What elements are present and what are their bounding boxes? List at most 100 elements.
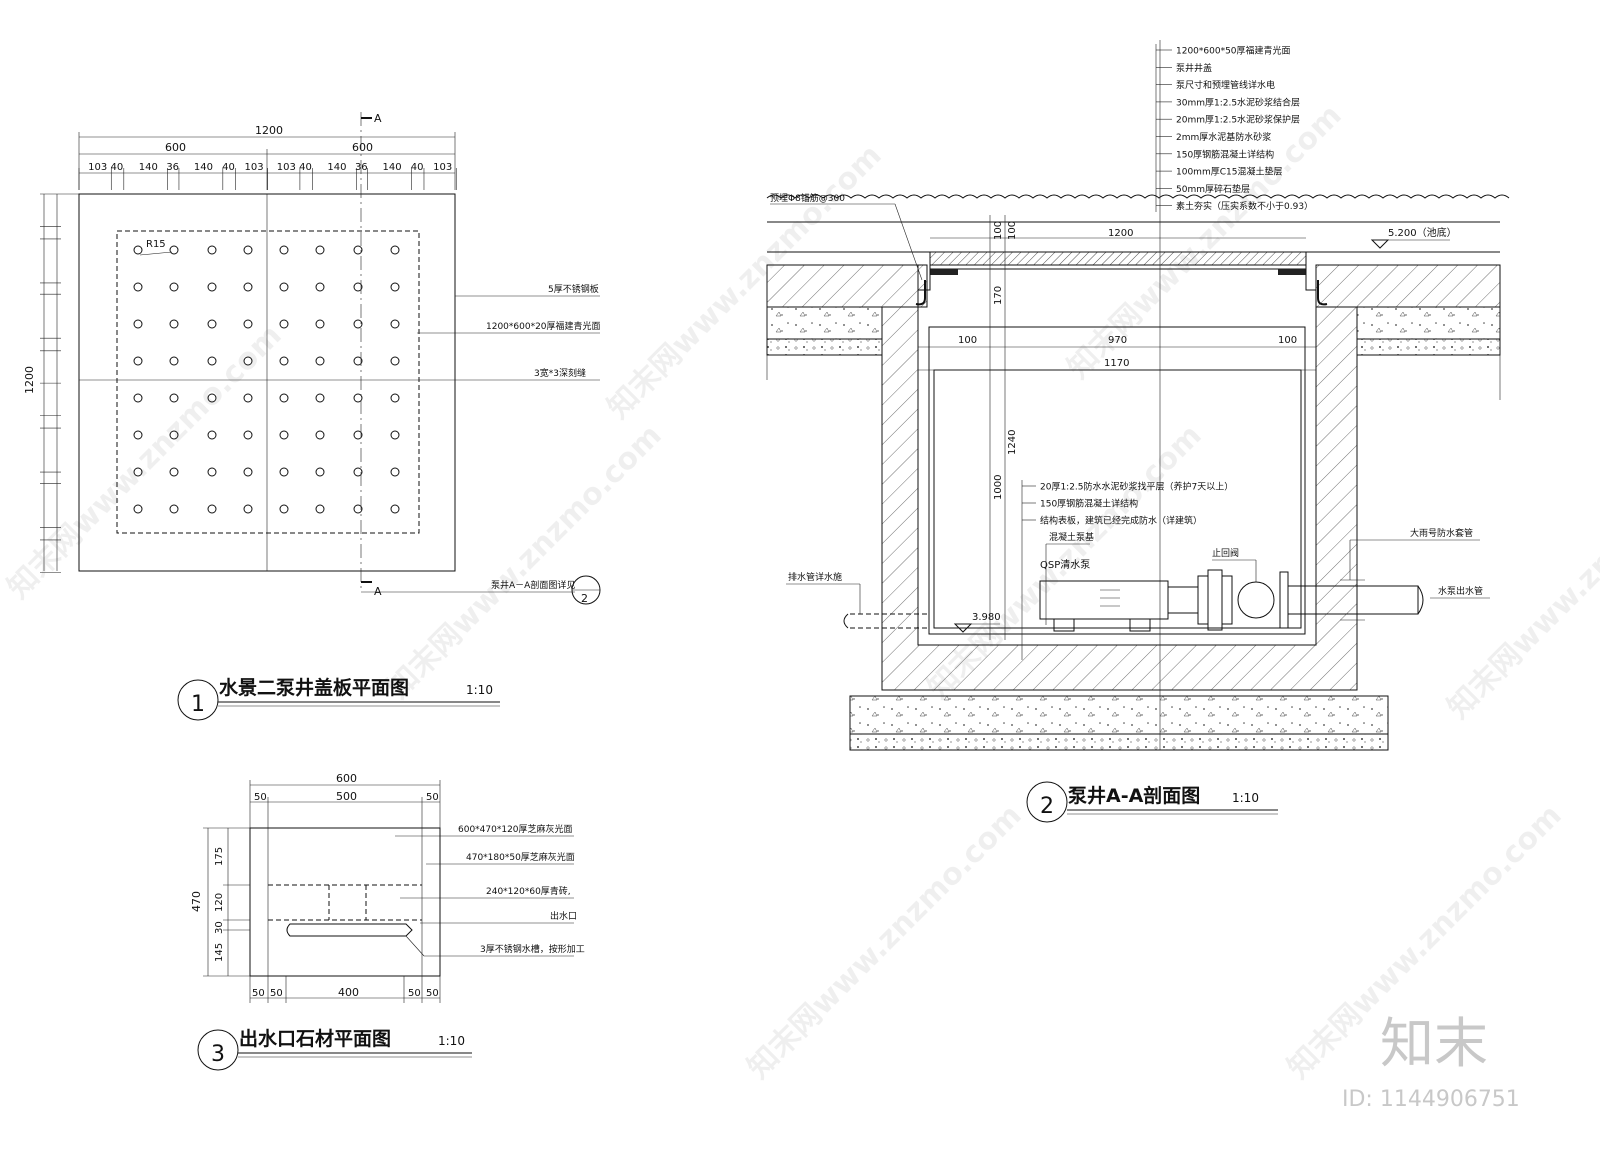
- inner-label-list: 20厚1:2.5防水水泥砂浆找平层（养护7天以上）150厚钢筋混凝土详结构结构表…: [1022, 481, 1233, 527]
- drain-hole: [169, 245, 179, 255]
- layer-label: 素土夯实（压实系数不小于0.93）: [1176, 200, 1313, 212]
- layer-label: 泵井井盖: [1176, 62, 1212, 74]
- label-middle-slab: 470*180*50厚芝麻灰光面: [466, 851, 575, 863]
- dim-left-seg: 175: [214, 847, 225, 866]
- well-chamber: [928, 326, 1306, 635]
- steel-trough: [286, 923, 413, 937]
- drain-hole: [207, 467, 217, 477]
- drain-hole: [133, 282, 143, 292]
- watermark-text: 知末网www.znzmo.com: [1441, 438, 1600, 726]
- dim-segment: 140: [383, 162, 402, 173]
- dim-left-100: 100: [958, 335, 977, 346]
- dim-segment: 140: [139, 162, 158, 173]
- label-groove: 3宽*3深刻缝: [534, 367, 586, 379]
- water-surface: [766, 194, 1510, 199]
- dim-segment: 40: [411, 162, 424, 173]
- drain-hole: [169, 356, 179, 366]
- layer-label: 150厚钢筋混凝土详结构: [1176, 148, 1274, 160]
- watermark-text: 知末网www.znzmo.com: [381, 418, 669, 706]
- drain-hole: [390, 319, 400, 329]
- dim-segment: 103: [244, 162, 263, 173]
- drain-hole: [315, 504, 325, 514]
- inner-label: 150厚钢筋混凝土详结构: [1040, 498, 1138, 510]
- label-steel-plate: 5厚不锈钢板: [548, 283, 599, 295]
- drain-label: 排水管详水施: [788, 571, 842, 583]
- drain-hole: [133, 430, 143, 440]
- drain-hole: [243, 504, 253, 514]
- drain-hole: [353, 393, 363, 403]
- radius-label: R15: [146, 239, 166, 250]
- pump-label: QSP清水泵: [1040, 558, 1090, 571]
- title-number-circle: [177, 679, 219, 721]
- brand-watermark: 知末: [1380, 1012, 1488, 1075]
- drain-hole: [133, 356, 143, 366]
- pump-well-section: 100 100 170 1240 1000 1200 100 970 100 1…: [766, 40, 1510, 823]
- drain-hole: [315, 467, 325, 477]
- drain-hole: [169, 319, 179, 329]
- dim-bottom-seg: 400: [338, 986, 359, 999]
- layer-label-list: 1200*600*50厚福建青光面泵井井盖泵尺寸和预埋管线详水电30mm厚1:2…: [1156, 45, 1313, 212]
- dim-bottom-seg: 50: [270, 988, 283, 999]
- well-cover: [929, 251, 1307, 266]
- drain-hole: [353, 319, 363, 329]
- drain-hole: [279, 245, 289, 255]
- drain-hole: [353, 504, 363, 514]
- drain-hole-grid: [133, 245, 400, 514]
- check-valve: [1237, 581, 1275, 619]
- drain-hole: [207, 282, 217, 292]
- dim-top-seg: 50: [426, 792, 439, 803]
- section-reference-number: 2: [581, 592, 588, 605]
- drain-hole: [390, 282, 400, 292]
- drain-hole: [133, 467, 143, 477]
- dim-segment: 103: [88, 162, 107, 173]
- plan1-title: 水景二泵井盖板平面图: [219, 676, 409, 699]
- dim-segment: 103: [433, 162, 452, 173]
- label-stone-finish: 1200*600*20厚福建青光面: [486, 320, 601, 332]
- plan3-scale: 1:10: [438, 1034, 465, 1048]
- dim-total-width: 1200: [255, 124, 283, 137]
- drain-hole: [279, 430, 289, 440]
- drain-hole: [207, 430, 217, 440]
- section-mark-top: A: [374, 112, 382, 125]
- dim-segment: 40: [222, 162, 235, 173]
- title-number-circle: [197, 1029, 239, 1071]
- dim-segment: 36: [166, 162, 179, 173]
- drain-hole: [243, 282, 253, 292]
- plan1-scale: 1:10: [466, 683, 493, 697]
- section2-scale: 1:10: [1232, 791, 1259, 805]
- drain-hole: [315, 282, 325, 292]
- drain-hole: [207, 245, 217, 255]
- drain-hole: [353, 356, 363, 366]
- layer-label: 2mm厚水泥基防水砂浆: [1176, 131, 1271, 143]
- label-outlet: 出水口: [550, 910, 577, 922]
- dim-100a: 100: [993, 221, 1004, 240]
- drain-hole: [133, 319, 143, 329]
- drain-hole: [390, 467, 400, 477]
- dim-1000: 1000: [993, 475, 1004, 500]
- layer-label: 100mm厚C15混凝土垫层: [1176, 166, 1282, 178]
- drain-hole: [390, 245, 400, 255]
- dim-inner-1170: 1170: [1104, 358, 1129, 369]
- dim-right-100: 100: [1278, 335, 1297, 346]
- plan3-title: 出水口石材平面图: [239, 1027, 391, 1050]
- drain-hole: [133, 245, 143, 255]
- drain-hole: [207, 504, 217, 514]
- dim-top-seg: 50: [254, 792, 267, 803]
- drain-hole: [390, 393, 400, 403]
- dim-segment: 140: [194, 162, 213, 173]
- drain-hole: [133, 393, 143, 403]
- dim-top-total: 600: [336, 772, 357, 785]
- dim-segment: 40: [111, 162, 124, 173]
- dim-left-seg: 30: [214, 921, 225, 934]
- anchor-rebar-right: [1317, 280, 1328, 306]
- drain-hole: [169, 393, 179, 403]
- watermark-text: 知末网www.znzmo.com: [741, 798, 1029, 1086]
- dim-bottom-seg: 50: [408, 988, 421, 999]
- dim-total-height: 1200: [23, 366, 36, 394]
- drain-hole: [169, 467, 179, 477]
- drain-hole: [353, 282, 363, 292]
- title-number: 1: [191, 692, 205, 717]
- id-watermark: ID: 1144906751: [1342, 1087, 1520, 1112]
